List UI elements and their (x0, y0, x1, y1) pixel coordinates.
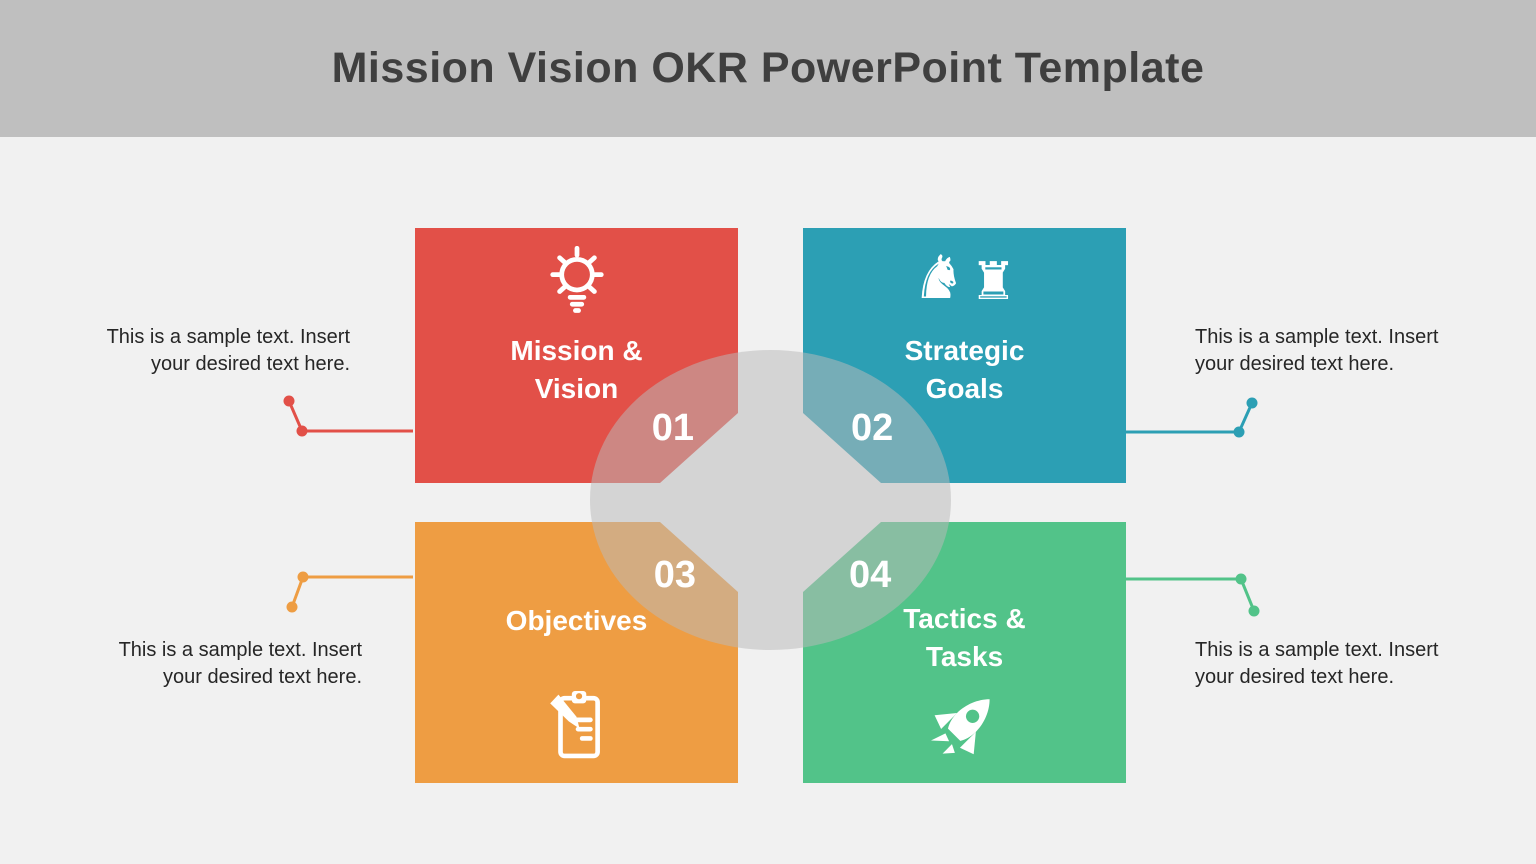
quadrant-title: Mission & Vision (510, 335, 643, 404)
quadrant-tactics-tasks: 04 Tactics & Tasks (803, 522, 1126, 783)
clipboard-pencil-icon (415, 685, 738, 763)
quadrant-title: Objectives (505, 605, 648, 636)
connector-tactics-tasks (1126, 573, 1260, 617)
quadrant-strategic-goals: ♞ ♜ Strategic Goals 02 (803, 228, 1126, 483)
quadrant-number: 02 (851, 407, 894, 449)
slide-title: Mission Vision OKR PowerPoint Template (331, 44, 1205, 92)
center-ellipse (590, 350, 951, 650)
quadrant-number: 01 (651, 407, 694, 449)
quadrant-objectives: 03 Objectives (415, 522, 738, 783)
connector-strategic-goals (1126, 397, 1258, 438)
chess-pieces-icon: ♞ ♜ (912, 243, 1017, 313)
quadrant-number: 03 (653, 554, 696, 596)
connector-objectives (286, 571, 413, 613)
header-band: Mission Vision OKR PowerPoint Template (0, 0, 1536, 137)
lightbulb-icon (415, 246, 738, 316)
quadrant-mission-vision: Mission & Vision 01 (415, 228, 738, 483)
rocket-icon (803, 685, 1126, 771)
quadrant-title: Tactics & Tasks (903, 603, 1026, 672)
quadrant-number: 04 (849, 554, 892, 596)
connector-mission-vision (283, 395, 413, 437)
quadrant-title: Strategic Goals (904, 335, 1025, 404)
